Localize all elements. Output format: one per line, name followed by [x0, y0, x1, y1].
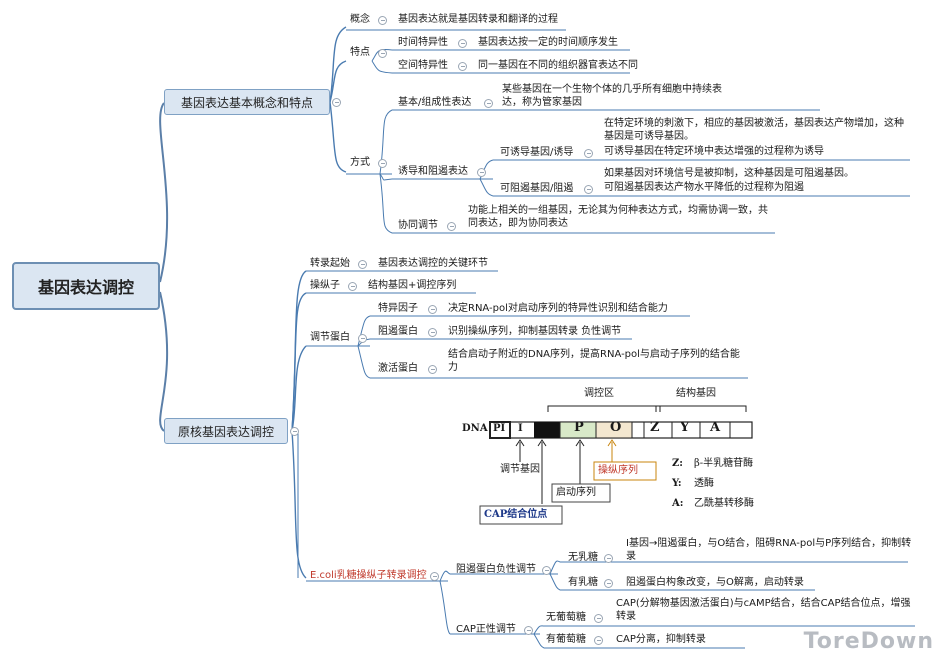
node-negative-regulation[interactable]: 阻遏蛋白负性调节: [456, 564, 536, 575]
legend-a-value: 乙酰基转移酶: [694, 498, 754, 509]
concept-text: 基因表达就是基因转录和翻译的过程: [398, 14, 558, 25]
node-no-glucose[interactable]: 无葡萄糖: [546, 612, 586, 623]
node-sigma-factor[interactable]: 特异因子: [378, 303, 418, 314]
dna-label: DNA: [462, 423, 488, 434]
control-region-label: 调控区: [584, 388, 614, 399]
region-y: Y: [680, 420, 690, 435]
node-concept[interactable]: 概念: [350, 14, 370, 25]
structural-genes-label: 结构基因: [676, 388, 716, 399]
node-transcription-start[interactable]: 转录起始: [310, 258, 350, 269]
collapse-icon[interactable]: [584, 149, 593, 158]
inducible-text-2: 可诱导基因在特定环境中表达增强的过程称为诱导: [604, 146, 824, 157]
collapse-icon[interactable]: [358, 260, 367, 269]
transcription-start-text: 基因表达调控的关键环节: [378, 258, 488, 269]
region-a: A: [710, 420, 721, 435]
operator-label: 操纵序列: [598, 465, 638, 476]
collapse-icon[interactable]: [428, 305, 437, 314]
region-z: Z: [650, 420, 660, 435]
node-positive-regulation[interactable]: CAP正性调节: [456, 624, 516, 635]
collapse-icon[interactable]: [447, 222, 456, 231]
node-activator[interactable]: 激活蛋白: [378, 363, 418, 374]
basic-expression-text: 某些基因在一个生物个体的几乎所有细胞中持续表达，称为管家基因: [502, 84, 722, 108]
node-regulator-protein[interactable]: 调节蛋白: [310, 332, 350, 343]
collapse-icon[interactable]: [378, 159, 387, 168]
region-i: I: [518, 423, 523, 434]
branch-prokaryotic[interactable]: 原核基因表达调控: [164, 418, 288, 444]
node-ecoli-lac-operon[interactable]: E.coli乳糖操纵子转录调控: [310, 570, 427, 581]
collapse-icon[interactable]: [594, 636, 603, 645]
root-node[interactable]: 基因表达调控: [12, 262, 160, 310]
time-specificity-text: 基因表达按一定的时间顺序发生: [478, 37, 618, 48]
activator-text: 结合启动子附近的DNA序列，提高RNA-pol与启动子序列的结合能力: [448, 349, 740, 373]
watermark: ToreDown: [803, 629, 934, 654]
promoter-label: 启动序列: [556, 487, 596, 498]
node-feature[interactable]: 特点: [350, 47, 370, 58]
repressible-text-1: 如果基因对环境信号是被抑制，这种基因是可阻遏基因。: [604, 168, 854, 179]
sigma-factor-text: 决定RNA-pol对启动序列的特异性识别和结合能力: [448, 303, 668, 314]
region-o: O: [610, 420, 622, 435]
node-inducible-gene[interactable]: 可诱导基因/诱导: [500, 147, 574, 158]
lac-operon-svg: [479, 405, 753, 525]
collapse-icon[interactable]: [378, 49, 387, 58]
branch-basic-concepts[interactable]: 基因表达基本概念和特点: [164, 89, 330, 115]
legend-a-key: A:: [672, 498, 684, 509]
node-mode[interactable]: 方式: [350, 157, 370, 168]
collapse-icon[interactable]: [428, 328, 437, 337]
collapse-icon[interactable]: [378, 16, 387, 25]
collapse-icon[interactable]: [458, 62, 467, 71]
collapse-icon[interactable]: [358, 334, 367, 343]
collapse-icon[interactable]: [348, 282, 357, 291]
collapse-icon[interactable]: [428, 365, 437, 374]
node-repressible-gene[interactable]: 可阻遏基因/阻遏: [500, 183, 574, 194]
legend-y-value: 透酶: [694, 478, 714, 489]
node-basic-expression[interactable]: 基本/组成性表达: [398, 97, 472, 108]
lactose-text: 阻遏蛋白构象改变，与O解离，启动转录: [626, 577, 804, 588]
node-lactose[interactable]: 有乳糖: [568, 577, 598, 588]
collapse-icon[interactable]: [458, 39, 467, 48]
operon-text: 结构基因+调控序列: [368, 280, 457, 291]
repressible-text-2: 可阻遏基因表达产物水平降低的过程称为阻遏: [604, 182, 804, 193]
cap-site-label: CAP结合位点: [484, 509, 548, 520]
collapse-icon[interactable]: [594, 614, 603, 623]
node-no-lactose[interactable]: 无乳糖: [568, 552, 598, 563]
collapse-icon[interactable]: [604, 579, 613, 588]
node-operon[interactable]: 操纵子: [310, 280, 340, 291]
collapse-icon[interactable]: [477, 168, 486, 177]
no-lactose-text: I基因→阻遏蛋白，与O结合，阻碍RNA-pol与P序列结合，抑制转录: [626, 538, 912, 562]
lac-operon-diagram: DNA PI I P O Z Y A 调控区 结构基因 调节基因 操纵序列 启动…: [460, 386, 780, 526]
repressor-text: 识别操纵序列，抑制基因转录 负性调节: [448, 326, 622, 337]
collapse-icon[interactable]: [524, 626, 533, 635]
coordinated-text: 功能上相关的一组基因，无论其为何种表达方式，均需协调一致，共同表达，即为协同表达: [468, 205, 768, 229]
legend-z-value: β-半乳糖苷酶: [694, 458, 754, 469]
collapse-icon[interactable]: [604, 554, 613, 563]
node-induce-repress[interactable]: 诱导和阻遏表达: [398, 166, 468, 177]
collapse-icon[interactable]: [584, 185, 593, 194]
inducible-text-1: 在特定环境的刺激下，相应的基因被激活，基因表达产物增加，这种基因是可诱导基因。: [604, 118, 904, 142]
region-p: P: [574, 420, 584, 435]
collapse-icon[interactable]: [484, 99, 493, 108]
node-glucose[interactable]: 有葡萄糖: [546, 634, 586, 645]
legend-z-key: Z:: [672, 458, 683, 469]
collapse-icon[interactable]: [332, 98, 341, 107]
region-pi: PI: [493, 423, 506, 434]
regulatory-gene-label: 调节基因: [500, 464, 540, 475]
collapse-icon[interactable]: [290, 427, 299, 436]
node-repressor[interactable]: 阻遏蛋白: [378, 326, 418, 337]
collapse-icon[interactable]: [430, 572, 439, 581]
no-glucose-text: CAP(分解物基因激活蛋白)与cAMP结合，结合CAP结合位点，增强转录: [616, 598, 911, 622]
node-coordinated[interactable]: 协同调节: [398, 220, 438, 231]
legend-y-key: Y:: [672, 478, 682, 489]
node-time-specificity[interactable]: 时间特异性: [398, 37, 448, 48]
node-space-specificity[interactable]: 空间特异性: [398, 60, 448, 71]
collapse-icon[interactable]: [542, 566, 551, 575]
space-specificity-text: 同一基因在不同的组织器官表达不同: [478, 60, 638, 71]
glucose-text: CAP分离，抑制转录: [616, 634, 706, 645]
